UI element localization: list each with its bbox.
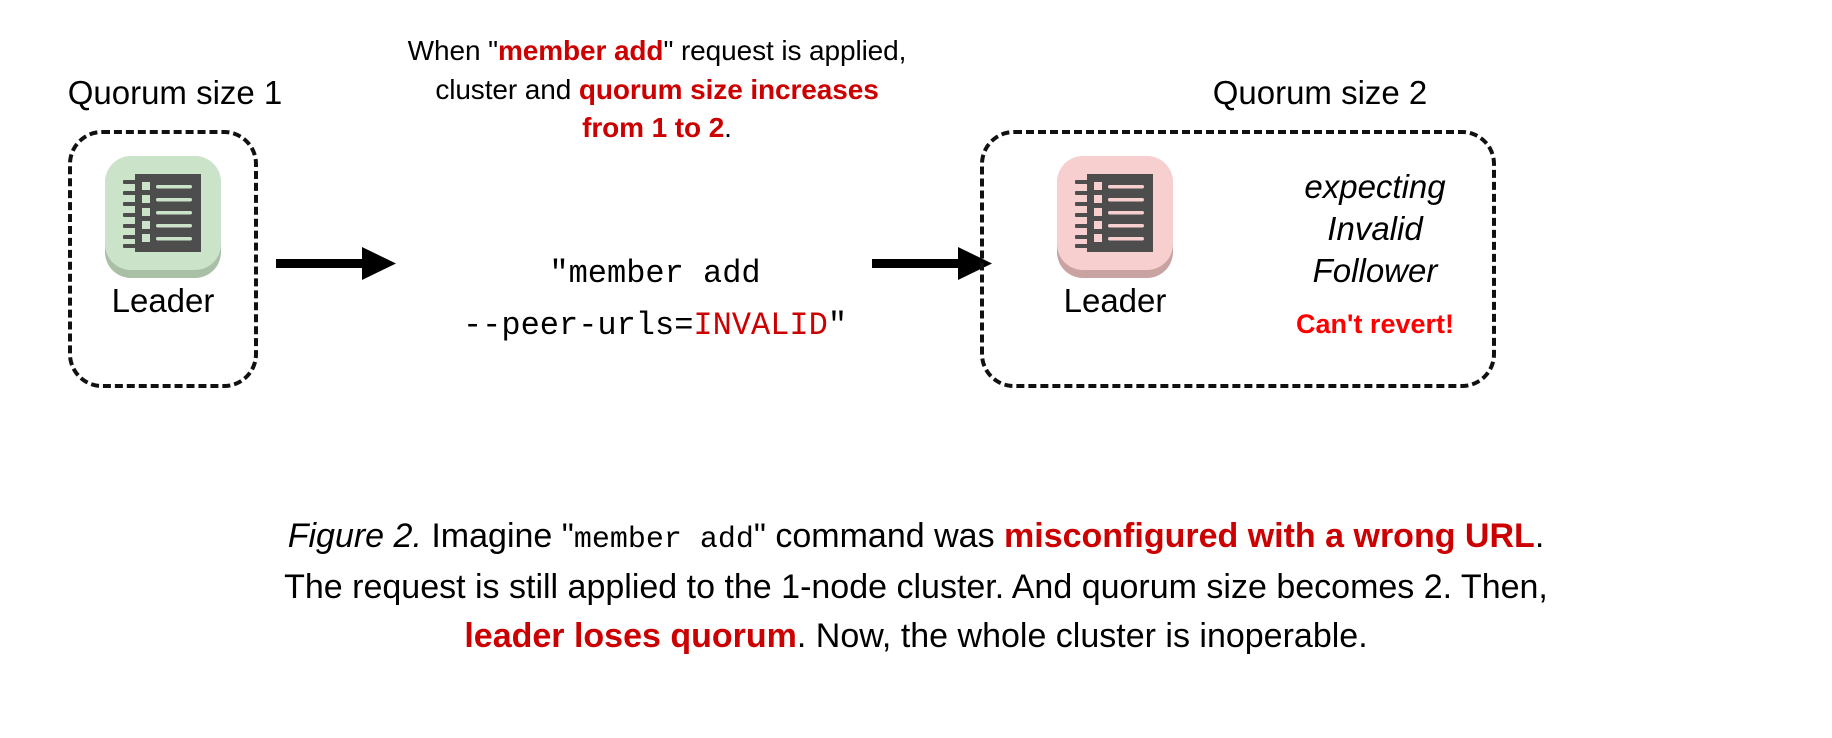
node-right-label: Leader: [1063, 282, 1167, 319]
caption-line-3: leader loses quorum. Now, the whole clus…: [464, 617, 1368, 656]
status-line-1: expecting: [1304, 168, 1446, 205]
arrow-right-icon-2: [872, 244, 994, 289]
server-rack-icon-2: [1057, 156, 1173, 270]
cluster-title-left: Quorum size 1: [67, 74, 283, 111]
top-annotation-line2: cluster and quorum size increases: [435, 73, 879, 105]
cant-revert-warning: Can't revert!: [1296, 308, 1454, 339]
figure-caption: Figure 2. Imagine "member add" command w…: [66, 512, 1766, 662]
server-rack-icon: [105, 156, 221, 270]
top-annotation-emphasis-member-add: member add: [497, 35, 664, 66]
cluster-title-right: Quorum size 2: [1212, 74, 1428, 111]
cluster-boundary-left: [68, 130, 258, 388]
top-annotation-emphasis-range: from 1 to 2: [582, 112, 725, 144]
top-annotation: When "member add" request is applied, cl…: [352, 32, 962, 148]
caption-emphasis-leader-loses-quorum: leader loses quorum: [464, 617, 797, 656]
command-invalid-token: INVALID: [693, 306, 828, 344]
node-right-icon-wrap: [1053, 152, 1177, 278]
node-left-label: Leader: [111, 282, 215, 319]
node-right: Leader: [1040, 152, 1190, 319]
arrow-right-icon: [276, 244, 398, 289]
node-left: Leader: [88, 152, 238, 319]
caption-line-1: Figure 2. Imagine "member add" command w…: [287, 517, 1545, 557]
status-line-2: Invalid: [1327, 210, 1423, 248]
top-annotation-line1: When "member add" request is applied,: [407, 35, 907, 66]
top-annotation-line3: from 1 to 2.: [582, 112, 732, 144]
command-line-1: "member add: [549, 255, 761, 292]
caption-line-2: The request is still applied to the 1-no…: [284, 567, 1548, 606]
status-line-3: Follower: [1312, 252, 1438, 290]
caption-mono-command: member add: [573, 523, 754, 557]
node-left-icon-wrap: [101, 152, 225, 278]
figure-label: Figure 2.: [287, 517, 422, 555]
follower-status-block: expecting Invalid Follower Can't revert!: [1260, 166, 1490, 340]
top-annotation-emphasis-quorum: quorum size increases: [578, 73, 879, 105]
caption-emphasis-misconfigured: misconfigured with a wrong URL: [1004, 517, 1535, 555]
command-line-2: --peer-urls=INVALID": [462, 306, 848, 344]
cluster-boundary-right: [980, 130, 1496, 388]
command-text: "member add --peer-urls=INVALID": [430, 248, 880, 352]
